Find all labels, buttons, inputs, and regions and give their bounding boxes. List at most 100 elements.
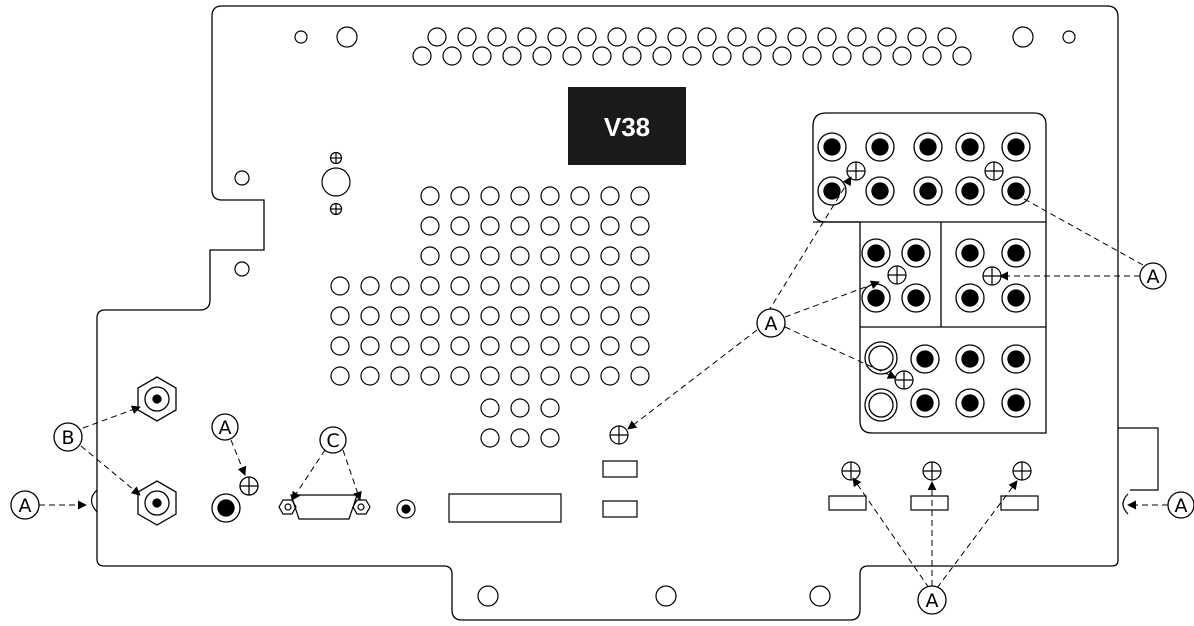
vent-hole: [682, 46, 702, 66]
screw: [922, 461, 942, 481]
vent-hole: [330, 306, 350, 326]
rca-jack: [910, 388, 940, 418]
vent-hole: [420, 186, 440, 206]
jack-center: [961, 394, 979, 412]
vent-hole: [487, 27, 507, 47]
vent-hole: [570, 306, 590, 326]
rca-jack: [1001, 132, 1031, 162]
vent-hole: [420, 306, 440, 326]
callout-c: [319, 426, 347, 454]
socket-inner: [868, 392, 894, 418]
vent-hole: [480, 246, 500, 266]
callout-letter-a: A: [926, 590, 939, 612]
vent-hole: [787, 27, 807, 47]
vent-hole: [570, 276, 590, 296]
vent-hole: [772, 46, 792, 66]
vent-hole: [937, 27, 957, 47]
vent-hole: [510, 366, 530, 386]
vent-hole: [540, 276, 560, 296]
jack-ring: [910, 388, 940, 418]
vent-hole: [540, 398, 560, 418]
vent-hole: [412, 46, 432, 66]
callout-letter-a: A: [19, 495, 32, 517]
bottom-left-connectors: [211, 476, 259, 523]
rca-jack: [1001, 344, 1031, 374]
vent-hole: [630, 246, 650, 266]
vent-hole: [450, 216, 470, 236]
vent-hole: [877, 27, 897, 47]
jack-center: [871, 138, 889, 156]
callout-letter-c: C: [326, 430, 339, 452]
vent-hole: [510, 336, 530, 356]
coax-connectors: [137, 376, 177, 526]
vent-hole: [832, 46, 852, 66]
vent-hole: [420, 246, 440, 266]
screw: [609, 425, 629, 445]
vent-hole: [480, 306, 500, 326]
jack-ring: [955, 344, 985, 374]
vent-hole: [532, 46, 552, 66]
vent-hole: [907, 27, 927, 47]
center-vent-holes: [330, 186, 650, 448]
rca-jack: [861, 283, 891, 313]
leader-lines: [39, 176, 1168, 589]
callout-letter-a: A: [1147, 266, 1160, 288]
jack-ring: [901, 238, 931, 268]
vent-hole: [742, 46, 762, 66]
rca-jack: [1001, 238, 1031, 268]
vent-hole: [420, 366, 440, 386]
vent-hole: [630, 336, 650, 356]
jack-center: [961, 289, 979, 307]
vent-hole: [637, 27, 657, 47]
vent-hole: [510, 306, 530, 326]
vent-hole: [360, 306, 380, 326]
callout-letter-a: A: [219, 417, 232, 439]
vent-hole: [510, 186, 530, 206]
jack-center: [1007, 289, 1025, 307]
screw: [1012, 461, 1032, 481]
vent-hole: [450, 186, 470, 206]
left-edge-notch: [90, 489, 98, 513]
jack-ring: [1001, 344, 1031, 374]
jack-center: [916, 394, 934, 412]
rca-jack: [1001, 283, 1031, 313]
jack-center: [961, 138, 979, 156]
vent-hole: [847, 27, 867, 47]
rca-jack: [955, 388, 985, 418]
callouts: [10, 262, 1194, 615]
rca-jack: [861, 238, 891, 268]
vga-connector: [278, 494, 371, 520]
jack-ring: [955, 388, 985, 418]
rca-jacks: [817, 132, 1031, 422]
jack-center: [919, 138, 937, 156]
vent-hole: [540, 366, 560, 386]
rca-jack: [865, 176, 895, 206]
vent-hole: [577, 27, 597, 47]
jack-center: [919, 182, 937, 200]
jack-center: [823, 138, 841, 156]
rca-jack: [955, 283, 985, 313]
rca-jack: [955, 344, 985, 374]
vent-hole: [630, 366, 650, 386]
jack-center: [1007, 394, 1025, 412]
jack-center: [1007, 350, 1025, 368]
rca-jack: [901, 238, 931, 268]
callout-a-right-upper: [1139, 262, 1167, 290]
jack-ring: [1001, 132, 1031, 162]
model-label: V38: [604, 112, 650, 142]
vent-hole: [480, 276, 500, 296]
jack-center: [961, 182, 979, 200]
connector-slots: [448, 460, 1039, 523]
vent-hole: [607, 27, 627, 47]
rca-jack: [817, 132, 847, 162]
vent-hole: [360, 336, 380, 356]
jack-center: [867, 289, 885, 307]
jack-ring: [1001, 388, 1031, 418]
vent-hole: [570, 246, 590, 266]
jack-ring: [1001, 176, 1031, 206]
vent-hole: [540, 336, 560, 356]
vent-hole: [360, 366, 380, 386]
vent-hole: [592, 46, 612, 66]
callout-letter-a: A: [765, 313, 778, 335]
